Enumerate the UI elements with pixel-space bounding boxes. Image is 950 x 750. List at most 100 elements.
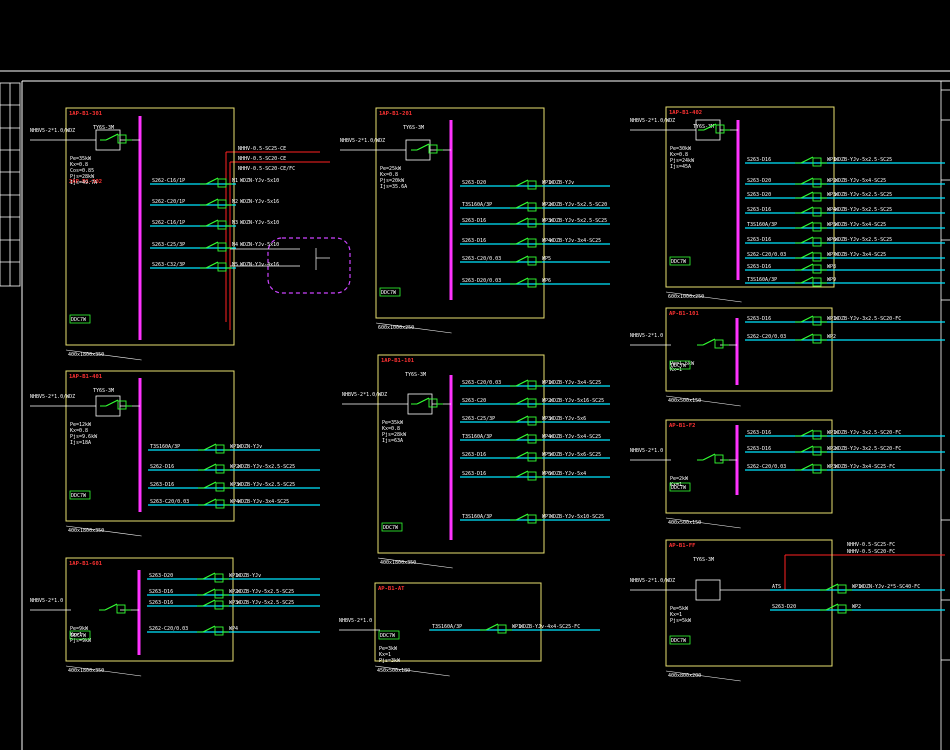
feeder-breaker-box bbox=[812, 237, 822, 247]
feeder-breaker bbox=[200, 198, 232, 209]
feeder-load-label: WP9 bbox=[827, 277, 836, 283]
feeder-breaker-blade bbox=[800, 206, 814, 214]
feeder-breaker bbox=[795, 429, 827, 440]
incoming-device-label: TY6S-3M bbox=[93, 388, 114, 394]
feeder-load-label: WP1 bbox=[827, 430, 836, 436]
feeder-breaker-box bbox=[214, 589, 224, 599]
feeder-cable-label: WDZB-YJv-3x4-SC25 bbox=[550, 380, 601, 386]
feeder-breaker-blade bbox=[515, 451, 529, 459]
feeder-breaker-box bbox=[812, 264, 822, 274]
feeder-load-label: WP2 bbox=[230, 464, 239, 470]
feeder-load-label: WP5 bbox=[542, 452, 551, 458]
feeder-breaker-box bbox=[527, 471, 537, 481]
main-breaker-box bbox=[428, 398, 438, 408]
feeder-breaker-box bbox=[812, 446, 822, 456]
panel-note: Pe=9kW bbox=[70, 626, 89, 632]
feeder-breaker-box bbox=[812, 222, 822, 232]
title-block-left bbox=[0, 82, 21, 287]
feeder-load-label: WP2 bbox=[852, 604, 861, 610]
panel-note: Pjs=9kW bbox=[70, 638, 92, 644]
dimension-leader bbox=[65, 349, 142, 361]
feeder-breaker bbox=[795, 445, 827, 456]
incoming-device-label: TY6S-3M bbox=[93, 125, 114, 131]
feeder-load-label: WP8 bbox=[827, 264, 836, 270]
feeder-breaker-box bbox=[812, 316, 822, 326]
feeder-breaker-label: S263-D20 bbox=[747, 178, 771, 184]
feeder-load-label: WP2 bbox=[542, 202, 551, 208]
panel-note: Pjs=20kW bbox=[380, 178, 405, 184]
feeder-breaker-box bbox=[812, 178, 822, 188]
feeder-breaker-box bbox=[217, 178, 227, 188]
feeder-cable-label: WDZB-YJv-3x4-SC25 bbox=[550, 238, 601, 244]
panel-border bbox=[665, 106, 835, 288]
feeder-breaker-blade bbox=[515, 237, 529, 245]
feeder-cable-label: WDZB-YJv-5x4 bbox=[550, 471, 586, 477]
fire-cable-label-5: NHHV-0.5-SC20-FC bbox=[847, 549, 895, 555]
feeder-load-label: N2 bbox=[232, 199, 238, 205]
feeder-breaker-blade bbox=[800, 333, 814, 341]
panel-label: AP-B1-F2 bbox=[669, 423, 696, 429]
panel-note: Pjs=9.6kW bbox=[70, 434, 98, 440]
panel-border bbox=[665, 307, 833, 392]
feeder-breaker-label: S263-C25/3P bbox=[152, 242, 185, 248]
panel-note: Pe=25kW bbox=[380, 166, 402, 172]
feeder-breaker-box bbox=[527, 416, 537, 426]
feeder-breaker-label: S263-D20 bbox=[149, 573, 173, 579]
meter-box bbox=[669, 256, 691, 266]
feeder-load-label: WP6 bbox=[827, 237, 836, 243]
feeder-breaker-box bbox=[214, 600, 224, 610]
feeder-cable-label: WDZB-YJv-5x2.5-SC25 bbox=[237, 589, 294, 595]
feeder-cable-label: WDZB-YJv-3x4-SC25 bbox=[238, 499, 289, 505]
dimension-leader bbox=[665, 395, 741, 407]
feeder-breaker bbox=[820, 603, 852, 614]
panel-border bbox=[375, 107, 545, 319]
feeder-breaker bbox=[510, 513, 542, 524]
panel-sub-label: 2AP-B1-302 bbox=[69, 179, 102, 185]
meter-label: DDC7W bbox=[671, 638, 687, 644]
feeder-load-label: WP2 bbox=[827, 178, 836, 184]
feeder-breaker-label: S263-C25/3P bbox=[462, 416, 495, 422]
main-breaker-box bbox=[428, 144, 438, 154]
feeder-cable-label: WDZB-YJv-5x2.5-SC25 bbox=[238, 482, 295, 488]
feeder-breaker-blade bbox=[800, 463, 814, 471]
panel-dimension-label: 600x1000x250 bbox=[668, 294, 704, 300]
feeder-breaker-box bbox=[812, 430, 822, 440]
incoming-cable-label: NHBV5-2*1.0 bbox=[630, 333, 663, 339]
feeder-breaker bbox=[795, 263, 827, 274]
main-breaker-blade bbox=[105, 133, 119, 141]
panel-border bbox=[665, 539, 833, 667]
feeder-load-label: WP3 bbox=[827, 192, 836, 198]
feeder-load-label: WP1 bbox=[827, 157, 836, 163]
feeder-breaker-blade bbox=[800, 276, 814, 284]
feeder-breaker-blade bbox=[800, 263, 814, 271]
main-breaker bbox=[698, 123, 730, 134]
meter-label: DDC7W bbox=[380, 633, 396, 639]
panel-note: Pjs=24kW bbox=[670, 158, 695, 164]
feeder-load-label: WP4 bbox=[229, 626, 238, 632]
feeder-breaker-blade bbox=[800, 445, 814, 453]
feeder-breaker-label: S263-D20 bbox=[462, 180, 486, 186]
feeder-breaker-box bbox=[527, 452, 537, 462]
feeder-breaker bbox=[795, 206, 827, 217]
panel-note: Kx=0.8 bbox=[670, 152, 688, 158]
feeder-breaker-blade bbox=[515, 379, 529, 387]
feeder-breaker-label: S262-C16/1P bbox=[152, 178, 185, 184]
feeder-breaker bbox=[795, 156, 827, 167]
incoming-device-label: TY6S-3M bbox=[403, 125, 424, 131]
feeder-breaker-blade bbox=[825, 583, 839, 591]
fire-cable-label-2: NHHV-0.5-SC20-CE bbox=[238, 156, 286, 162]
feeder-breaker-box bbox=[527, 278, 537, 288]
feeder-breaker bbox=[200, 219, 232, 230]
panel-note: Pe=30kW bbox=[670, 146, 692, 152]
panel-dimension-label: 400x1800x350 bbox=[380, 560, 416, 566]
panel-note: Pe=35kW bbox=[70, 156, 92, 162]
feeder-load-label: WP4 bbox=[542, 434, 551, 440]
panel-dimension-label: 400x1800x350 bbox=[68, 352, 104, 358]
meter-box bbox=[669, 482, 691, 492]
panel-note: Ijs=63A bbox=[382, 438, 403, 444]
panel-note: Kx=1 bbox=[670, 367, 682, 373]
main-breaker bbox=[411, 143, 443, 154]
incoming-cable-label: NHBV5-2*1.0/WDZ bbox=[342, 392, 387, 398]
feeder-breaker bbox=[795, 463, 827, 474]
